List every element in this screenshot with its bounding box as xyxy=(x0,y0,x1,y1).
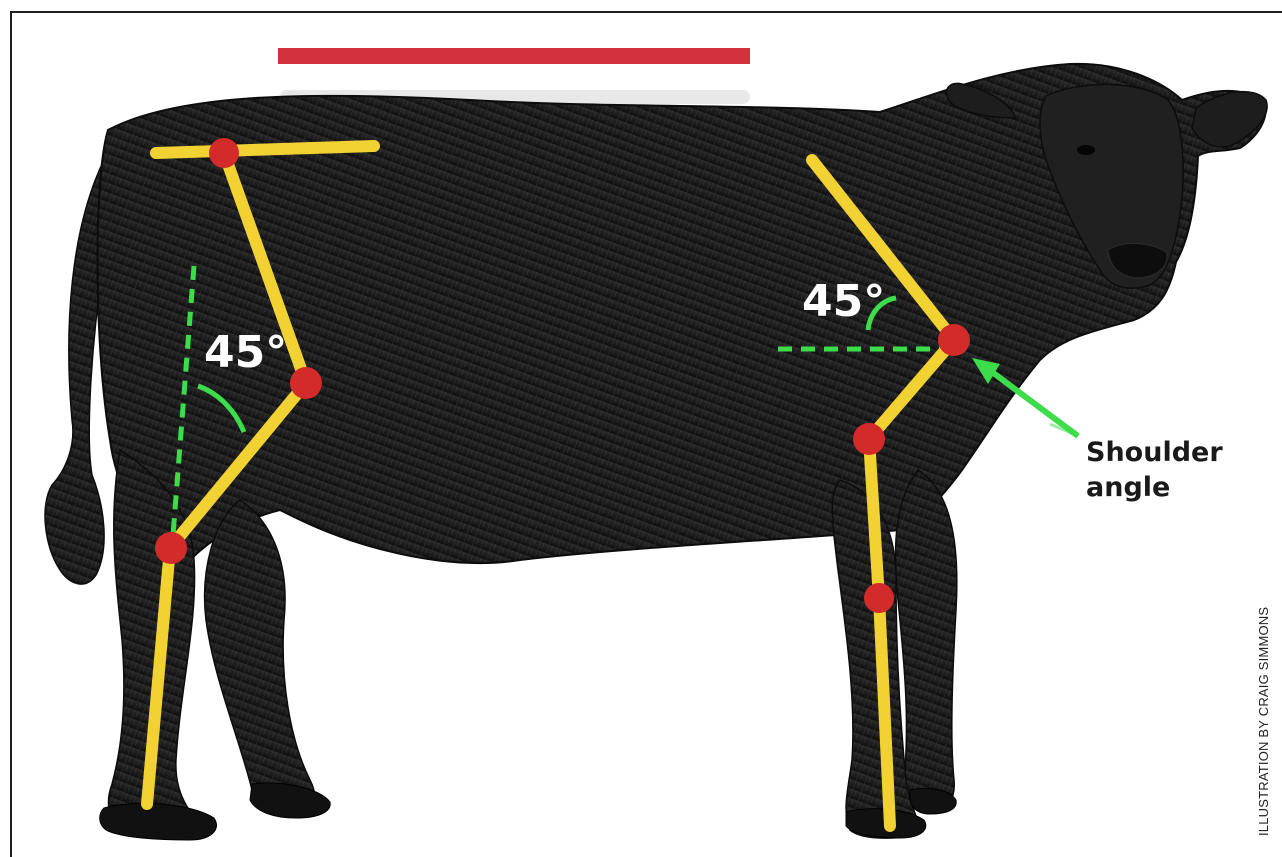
rear-angle-label: 45° xyxy=(204,327,287,378)
callout-label-line1: Shoulder xyxy=(1086,437,1223,468)
shoulder-joint-dot xyxy=(938,324,970,356)
hock-joint-dot xyxy=(155,532,187,564)
topline-bar xyxy=(278,48,750,64)
bull-eye xyxy=(1077,145,1095,155)
bull-hoof-rear-near xyxy=(100,803,217,840)
shoulder-angle-label: 45° xyxy=(802,276,885,327)
hip-joint-dot xyxy=(209,138,239,168)
elbow-joint-dot xyxy=(853,423,885,455)
callout-label-line2: angle xyxy=(1086,472,1170,503)
illustration-credit: ILLUSTRATION BY CRAIG SIMMONS xyxy=(1256,607,1271,836)
bull-hoof-rear-far xyxy=(250,783,330,818)
hip-topline-segment xyxy=(156,146,374,153)
knee-joint-dot xyxy=(864,583,894,613)
bull-rear-leg-far xyxy=(205,500,315,816)
stifle-joint-dot xyxy=(290,367,322,399)
bull-tail xyxy=(45,160,104,584)
